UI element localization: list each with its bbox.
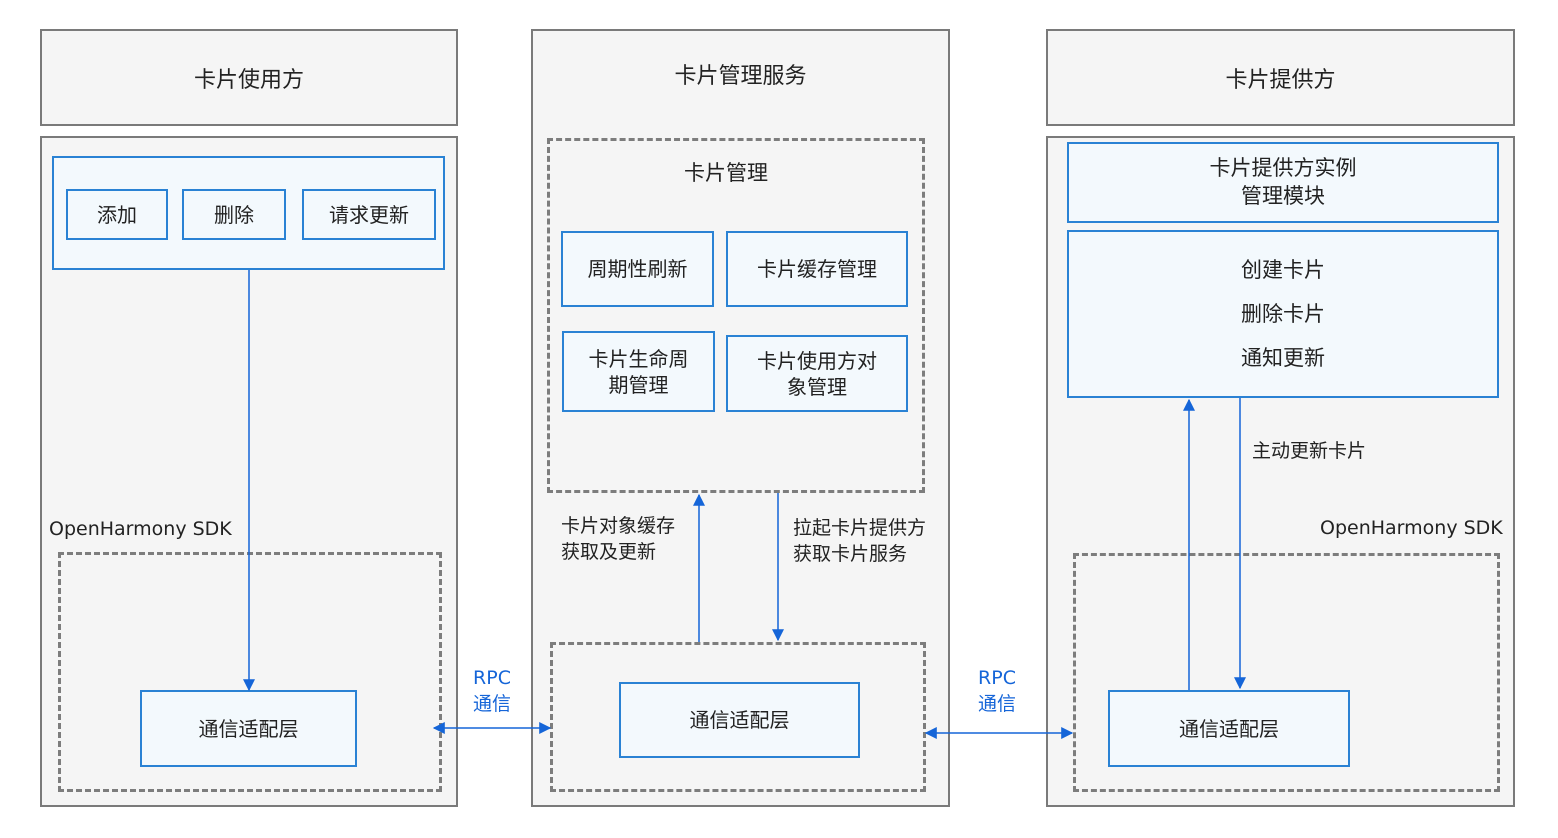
- service-adapter-label: 通信适配层: [689, 708, 790, 732]
- request-update-label: 请求更新: [329, 202, 409, 227]
- provider-sdk-label: OpenHarmony SDK: [1320, 517, 1503, 539]
- module-cache-management-label: 卡片缓存管理: [757, 257, 877, 281]
- provider-instance-module-label: 卡片提供方实例 管理模块: [1209, 156, 1357, 208]
- consumer-title: 卡片使用方: [193, 67, 304, 93]
- service-title: 卡片管理服务: [674, 64, 807, 89]
- service-adapter: 通信适配层: [619, 682, 860, 758]
- provider-title: 卡片提供方: [1225, 67, 1336, 93]
- module-lifecycle-management-label: 卡片生命周 期管理: [588, 346, 689, 397]
- provider-adapter-label: 通信适配层: [1179, 716, 1279, 741]
- management-box: [547, 138, 925, 493]
- module-periodic-refresh: 周期性刷新: [561, 231, 714, 307]
- provider-sdk-box: [1073, 553, 1500, 792]
- consumer-sdk-box: [58, 552, 442, 792]
- rpc-right-label: RPC 通信: [977, 667, 1016, 715]
- delete-label: 删除: [214, 202, 254, 227]
- module-consumer-object-management: 卡片使用方对 象管理: [726, 335, 908, 412]
- active-update-label: 主动更新卡片: [1252, 440, 1367, 462]
- module-lifecycle-management: 卡片生命周 期管理: [562, 331, 715, 412]
- notify-update-label: 通知更新: [1241, 346, 1325, 370]
- create-card-label: 创建卡片: [1241, 258, 1325, 282]
- management-title: 卡片管理: [684, 161, 768, 185]
- module-periodic-refresh-label: 周期性刷新: [587, 257, 688, 281]
- add-button[interactable]: 添加: [66, 189, 168, 240]
- launch-provider-label: 拉起卡片提供方 获取卡片服务: [793, 517, 927, 565]
- consumer-adapter-label: 通信适配层: [198, 716, 299, 741]
- add-label: 添加: [97, 202, 137, 227]
- delete-button[interactable]: 删除: [182, 189, 286, 240]
- provider-header: 卡片提供方: [1046, 29, 1515, 126]
- cache-update-label: 卡片对象缓存 获取及更新: [561, 515, 676, 563]
- provider-instance-module: 卡片提供方实例 管理模块: [1067, 142, 1499, 223]
- service-sdk-box: [550, 642, 926, 792]
- rpc-left-label: RPC 通信: [472, 667, 511, 715]
- provider-adapter: 通信适配层: [1108, 690, 1350, 767]
- consumer-adapter: 通信适配层: [140, 690, 357, 767]
- consumer-header: 卡片使用方: [40, 29, 458, 126]
- provider-actions-panel: 创建卡片 删除卡片 通知更新: [1067, 230, 1499, 398]
- request-update-button[interactable]: 请求更新: [302, 189, 436, 240]
- module-cache-management: 卡片缓存管理: [726, 231, 908, 307]
- consumer-sdk-label: OpenHarmony SDK: [49, 518, 232, 540]
- delete-card-label: 删除卡片: [1241, 302, 1325, 326]
- module-consumer-object-management-label: 卡片使用方对 象管理: [757, 348, 877, 399]
- service-column: [531, 29, 950, 807]
